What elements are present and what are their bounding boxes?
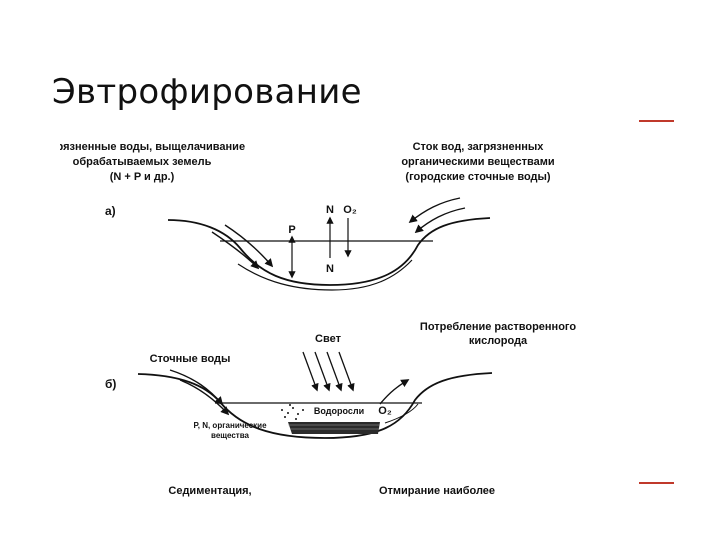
- right-caption-line-3: (городские сточные воды): [405, 171, 550, 183]
- light-ray-1: [302, 351, 319, 392]
- accent-line-bottom: [639, 482, 674, 484]
- oxygen-release-arrow: [379, 379, 410, 405]
- accent-line-top: [639, 120, 674, 122]
- sewage-arrow-2: [179, 379, 230, 416]
- left-caption-line-3: (N + P и др.): [110, 171, 175, 183]
- eutrophication-figure: Загрязненные воды, выщелачивание обрабат…: [60, 130, 620, 505]
- light-ray-2: [314, 351, 331, 392]
- sediment-edge-line: [384, 403, 419, 424]
- left-caption-line-1: Загрязненные воды, выщелачивание: [60, 141, 245, 153]
- o2-label: O₂: [378, 405, 392, 417]
- label-a: а): [105, 204, 116, 218]
- sewage-arrow-1: [169, 369, 224, 406]
- sediment-caption-line-2: вещества: [211, 431, 250, 440]
- light-label: Свет: [315, 333, 342, 345]
- light-ray-3: [326, 351, 343, 392]
- marker-o2: O₂: [343, 204, 357, 216]
- oxygen-caption-line-2: кислорода: [469, 335, 528, 347]
- light-ray-4: [338, 351, 355, 392]
- sewage-inflow-arrow-1: [408, 197, 461, 224]
- eutrophication-diagram: Загрязненные воды, выщелачивание обрабат…: [60, 141, 576, 497]
- algae-dots: [281, 404, 304, 420]
- basin-a-bank: [167, 217, 491, 286]
- right-caption-line-2: органическими веществами: [401, 156, 554, 168]
- sediment-caption-line-1: P, N, органические: [193, 421, 267, 430]
- basin-b-bank: [137, 372, 493, 439]
- bottom-left-caption: Седиментация,: [168, 485, 251, 497]
- marker-n-bottom: N: [326, 263, 334, 275]
- bottom-right-caption: Отмирание наиболее: [379, 485, 495, 497]
- marker-n-top: N: [326, 204, 334, 216]
- runoff-arrow-2: [211, 231, 260, 270]
- marker-p: P: [288, 224, 295, 236]
- algae-label: Водоросли: [314, 406, 364, 416]
- diagram-b: Свет Потребление растворенного кислорода…: [105, 321, 576, 497]
- diagram-a: Загрязненные воды, выщелачивание обрабат…: [60, 141, 555, 291]
- sediment-layer: [288, 422, 380, 434]
- label-b: б): [105, 377, 116, 391]
- runoff-arrow-1: [224, 224, 274, 268]
- right-caption-line-1: Сток вод, загрязненных: [413, 141, 545, 153]
- slide-title: Эвтрофирование: [52, 72, 362, 112]
- sewage-label: Сточные воды: [150, 353, 231, 365]
- sewage-inflow-arrow-2: [414, 207, 466, 234]
- oxygen-caption-line-1: Потребление растворенного: [420, 321, 576, 333]
- left-caption-line-2: обрабатываемых земель: [73, 156, 212, 168]
- basin-a-bottom-layer: [237, 259, 413, 291]
